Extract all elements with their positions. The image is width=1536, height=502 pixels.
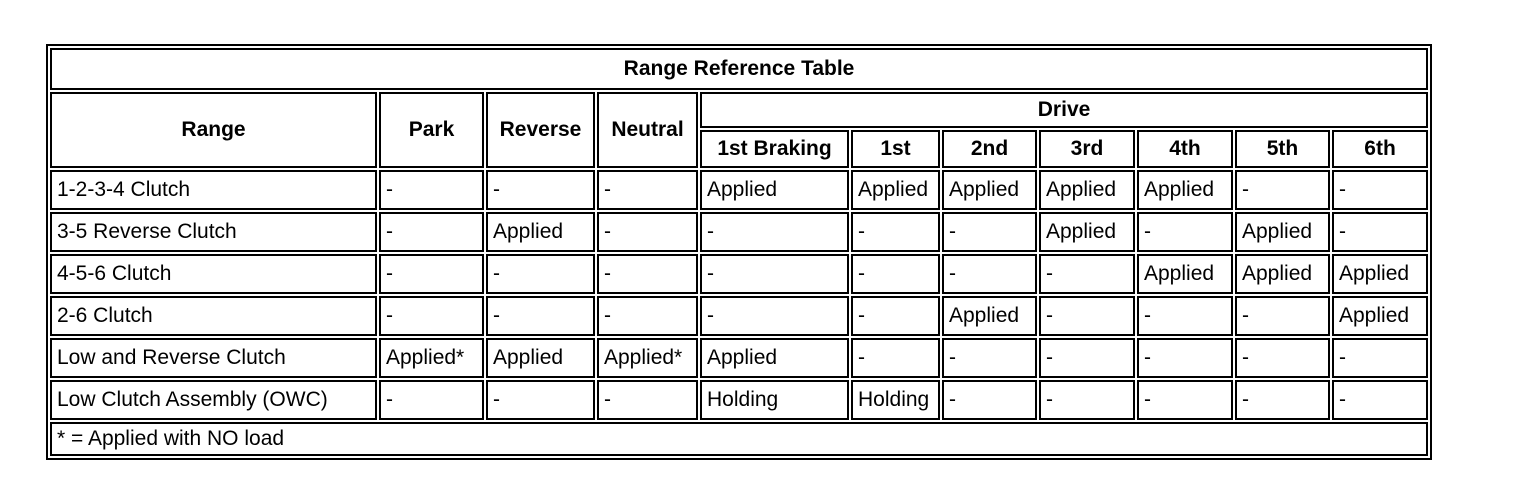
value-cell: - <box>1039 296 1135 336</box>
column-header-2nd: 2nd <box>942 130 1037 168</box>
row-label-cell: Low and Reverse Clutch <box>50 338 377 378</box>
value-cell: Applied <box>1235 254 1330 294</box>
value-cell: - <box>851 212 940 252</box>
column-header-park: Park <box>379 92 484 168</box>
value-cell: Applied <box>851 170 940 210</box>
value-cell: - <box>1137 338 1233 378</box>
value-cell: - <box>597 254 698 294</box>
value-cell: - <box>851 338 940 378</box>
title-row: Range Reference Table <box>50 48 1429 90</box>
value-cell: - <box>1235 380 1330 420</box>
value-cell: - <box>700 254 849 294</box>
value-cell: Applied <box>1235 212 1330 252</box>
value-cell: - <box>379 380 484 420</box>
row-label-cell: 1-2-3-4 Clutch <box>50 170 377 210</box>
value-cell: Applied <box>942 170 1037 210</box>
value-cell: - <box>486 296 595 336</box>
value-cell: - <box>1235 296 1330 336</box>
value-cell: Applied <box>1137 170 1233 210</box>
column-header-6th: 6th <box>1332 130 1429 168</box>
header-row-drive-gears: 1st Braking 1st 2nd 3rd 4th 5th 6th <box>50 130 1429 168</box>
value-cell: - <box>1332 380 1429 420</box>
value-cell: - <box>700 296 849 336</box>
value-cell: Applied* <box>597 338 698 378</box>
value-cell: - <box>486 254 595 294</box>
table-row: 3-5 Reverse Clutch - Applied - - - - App… <box>50 212 1429 252</box>
value-cell: Applied <box>1332 296 1429 336</box>
row-label-cell: 2-6 Clutch <box>50 296 377 336</box>
value-cell: Applied* <box>379 338 484 378</box>
value-cell: - <box>597 296 698 336</box>
value-cell: - <box>486 170 595 210</box>
table-row: Low and Reverse Clutch Applied* Applied … <box>50 338 1429 378</box>
value-cell: Applied <box>1039 170 1135 210</box>
column-group-drive: Drive <box>700 92 1429 128</box>
value-cell: Applied <box>942 296 1037 336</box>
value-cell: - <box>700 212 849 252</box>
table-row: 1-2-3-4 Clutch - - - Applied Applied App… <box>50 170 1429 210</box>
value-cell: - <box>1235 170 1330 210</box>
value-cell: - <box>942 254 1037 294</box>
value-cell: - <box>1235 338 1330 378</box>
value-cell: - <box>1332 338 1429 378</box>
column-header-reverse: Reverse <box>486 92 595 168</box>
value-cell: - <box>597 170 698 210</box>
value-cell: Applied <box>486 212 595 252</box>
value-cell: Applied <box>486 338 595 378</box>
table-row: 2-6 Clutch - - - - - Applied - - - Appli… <box>50 296 1429 336</box>
table-row: 4-5-6 Clutch - - - - - - - Applied Appli… <box>50 254 1429 294</box>
value-cell: Applied <box>700 338 849 378</box>
value-cell: Holding <box>851 380 940 420</box>
value-cell: - <box>1039 380 1135 420</box>
row-label-cell: 3-5 Reverse Clutch <box>50 212 377 252</box>
value-cell: - <box>1039 254 1135 294</box>
table-title: Range Reference Table <box>50 48 1429 90</box>
value-cell: Applied <box>700 170 849 210</box>
value-cell: - <box>379 254 484 294</box>
value-cell: - <box>942 338 1037 378</box>
column-header-1st-braking: 1st Braking <box>700 130 849 168</box>
value-cell: - <box>942 212 1037 252</box>
value-cell: Holding <box>700 380 849 420</box>
row-label-cell: Low Clutch Assembly (OWC) <box>50 380 377 420</box>
row-label-cell: 4-5-6 Clutch <box>50 254 377 294</box>
value-cell: Applied <box>1137 254 1233 294</box>
value-cell: - <box>597 380 698 420</box>
column-header-range: Range <box>50 92 377 168</box>
column-header-3rd: 3rd <box>1039 130 1135 168</box>
table-row: Low Clutch Assembly (OWC) - - - Holding … <box>50 380 1429 420</box>
value-cell: - <box>379 296 484 336</box>
value-cell: - <box>1137 296 1233 336</box>
value-cell: - <box>1332 170 1429 210</box>
value-cell: - <box>942 380 1037 420</box>
column-header-1st: 1st <box>851 130 940 168</box>
column-header-5th: 5th <box>1235 130 1330 168</box>
value-cell: - <box>379 170 484 210</box>
column-header-neutral: Neutral <box>597 92 698 168</box>
value-cell: - <box>851 254 940 294</box>
value-cell: - <box>486 380 595 420</box>
value-cell: Applied <box>1332 254 1429 294</box>
value-cell: - <box>597 212 698 252</box>
header-row-group: Range Park Reverse Neutral Drive <box>50 92 1429 168</box>
value-cell: - <box>1332 212 1429 252</box>
value-cell: Applied <box>1039 212 1135 252</box>
footnote-row: * = Applied with NO load <box>50 422 1429 456</box>
value-cell: - <box>1137 212 1233 252</box>
column-header-4th: 4th <box>1137 130 1233 168</box>
range-reference-table: Range Reference Table Range Park Reverse… <box>46 44 1433 460</box>
value-cell: - <box>1137 380 1233 420</box>
footnote: * = Applied with NO load <box>50 422 1429 456</box>
value-cell: - <box>1039 338 1135 378</box>
value-cell: - <box>851 296 940 336</box>
value-cell: - <box>379 212 484 252</box>
